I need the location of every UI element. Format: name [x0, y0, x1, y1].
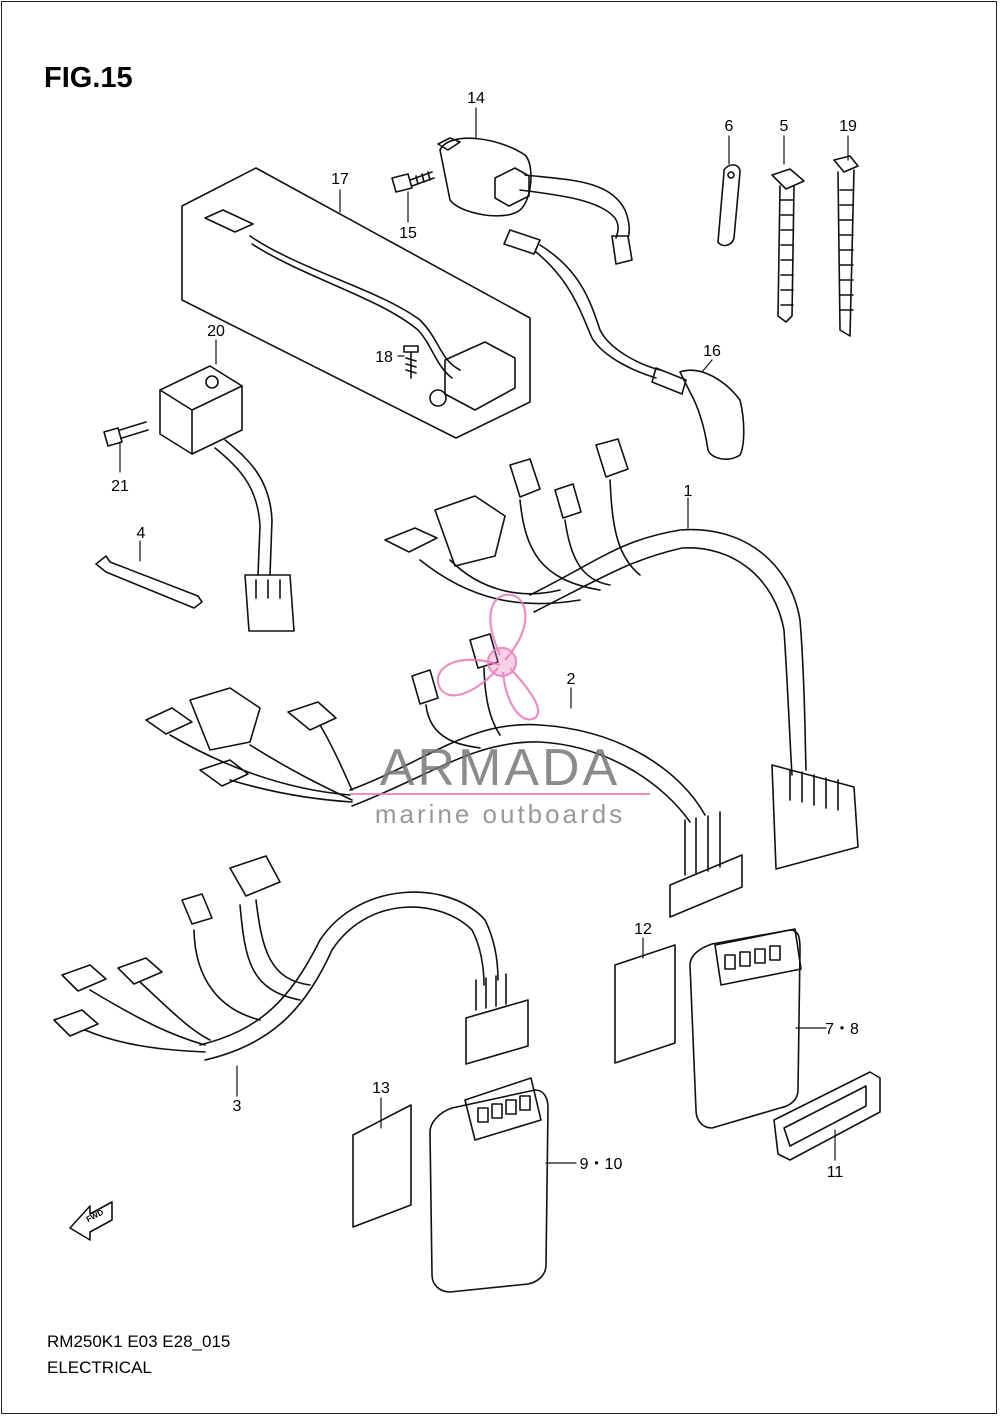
model-code-caption: RM250K1 E03 E28_015: [47, 1332, 231, 1351]
callout-12: 12: [634, 921, 652, 938]
armada-watermark: ARMADA marine outboards: [350, 593, 650, 829]
part-9-10-unit: [429, 1077, 549, 1293]
fwd-arrow-icon: [69, 1201, 113, 1241]
watermark-brand: ARMADA: [380, 739, 620, 797]
part-21-bolt: [103, 421, 149, 447]
callout-21: 21: [111, 478, 129, 495]
part-5-cable-tie: [771, 168, 805, 323]
callout-6: 6: [725, 118, 734, 135]
callout-16: 16: [703, 343, 721, 360]
callout-7-8: 7・8: [825, 1021, 859, 1038]
callout-19: 19: [839, 118, 857, 135]
callout-1: 1: [684, 483, 693, 500]
part-6-clamp: [717, 164, 741, 247]
callout-3: 3: [233, 1098, 242, 1115]
callout-18: 18: [375, 349, 393, 366]
part-17-harness: [181, 167, 531, 439]
callout-14: 14: [467, 90, 485, 107]
callout-9-10: 9・10: [580, 1156, 623, 1173]
callout-5: 5: [780, 118, 789, 135]
part-19-cable-tie: [833, 155, 859, 337]
part-7-8-unit: [689, 928, 802, 1129]
part-18-screw: [403, 345, 419, 379]
section-caption: ELECTRICAL: [47, 1358, 152, 1377]
part-15-bolt: [391, 171, 435, 193]
part-11-bracket: [773, 1071, 881, 1161]
callout-20: 20: [207, 323, 225, 340]
callout-13: 13: [372, 1080, 390, 1097]
part-4-rod: [95, 555, 203, 609]
callout-2: 2: [567, 671, 576, 688]
callout-11: 11: [827, 1164, 844, 1181]
callout-15: 15: [399, 225, 417, 242]
figure-title: FIG.15: [44, 62, 133, 94]
part-20-regulator: [159, 365, 295, 632]
watermark-tagline: marine outboards: [375, 799, 625, 829]
part-14-ignition-coil: [437, 137, 661, 379]
part-2-harness: [145, 633, 743, 918]
part-13-card: [352, 1104, 412, 1228]
part-12-card: [614, 944, 676, 1064]
propeller-logo-icon: [436, 593, 540, 721]
callout-17: 17: [331, 171, 349, 188]
part-16-plug-cap: [651, 367, 745, 460]
leader-lines: [119, 107, 849, 1164]
part-3-harness: [53, 855, 529, 1065]
callout-4: 4: [137, 525, 146, 542]
